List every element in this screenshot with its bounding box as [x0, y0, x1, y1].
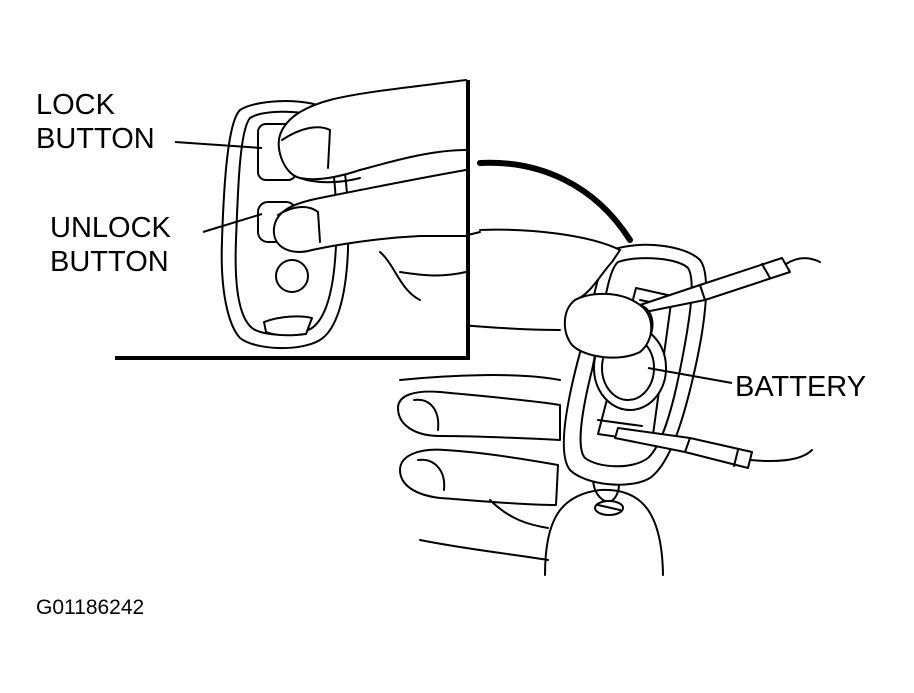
round-button-shape: [275, 259, 309, 293]
unlock-button-label: UNLOCK BUTTON: [50, 212, 171, 278]
inset-hand: [272, 79, 467, 301]
battery-leader: [647, 367, 733, 384]
figure-id-label: G01186242: [36, 596, 145, 619]
inset-panel: [115, 78, 470, 360]
leader-lines: [174, 141, 733, 384]
motion-arc: [477, 159, 633, 243]
main-scene: [377, 159, 821, 576]
lock-button-label: LOCK BUTTON: [36, 89, 155, 155]
unlock-leader: [202, 213, 263, 233]
battery-label: BATTERY: [735, 371, 867, 403]
tester-probes: [614, 257, 821, 469]
lock-leader: [174, 141, 263, 149]
